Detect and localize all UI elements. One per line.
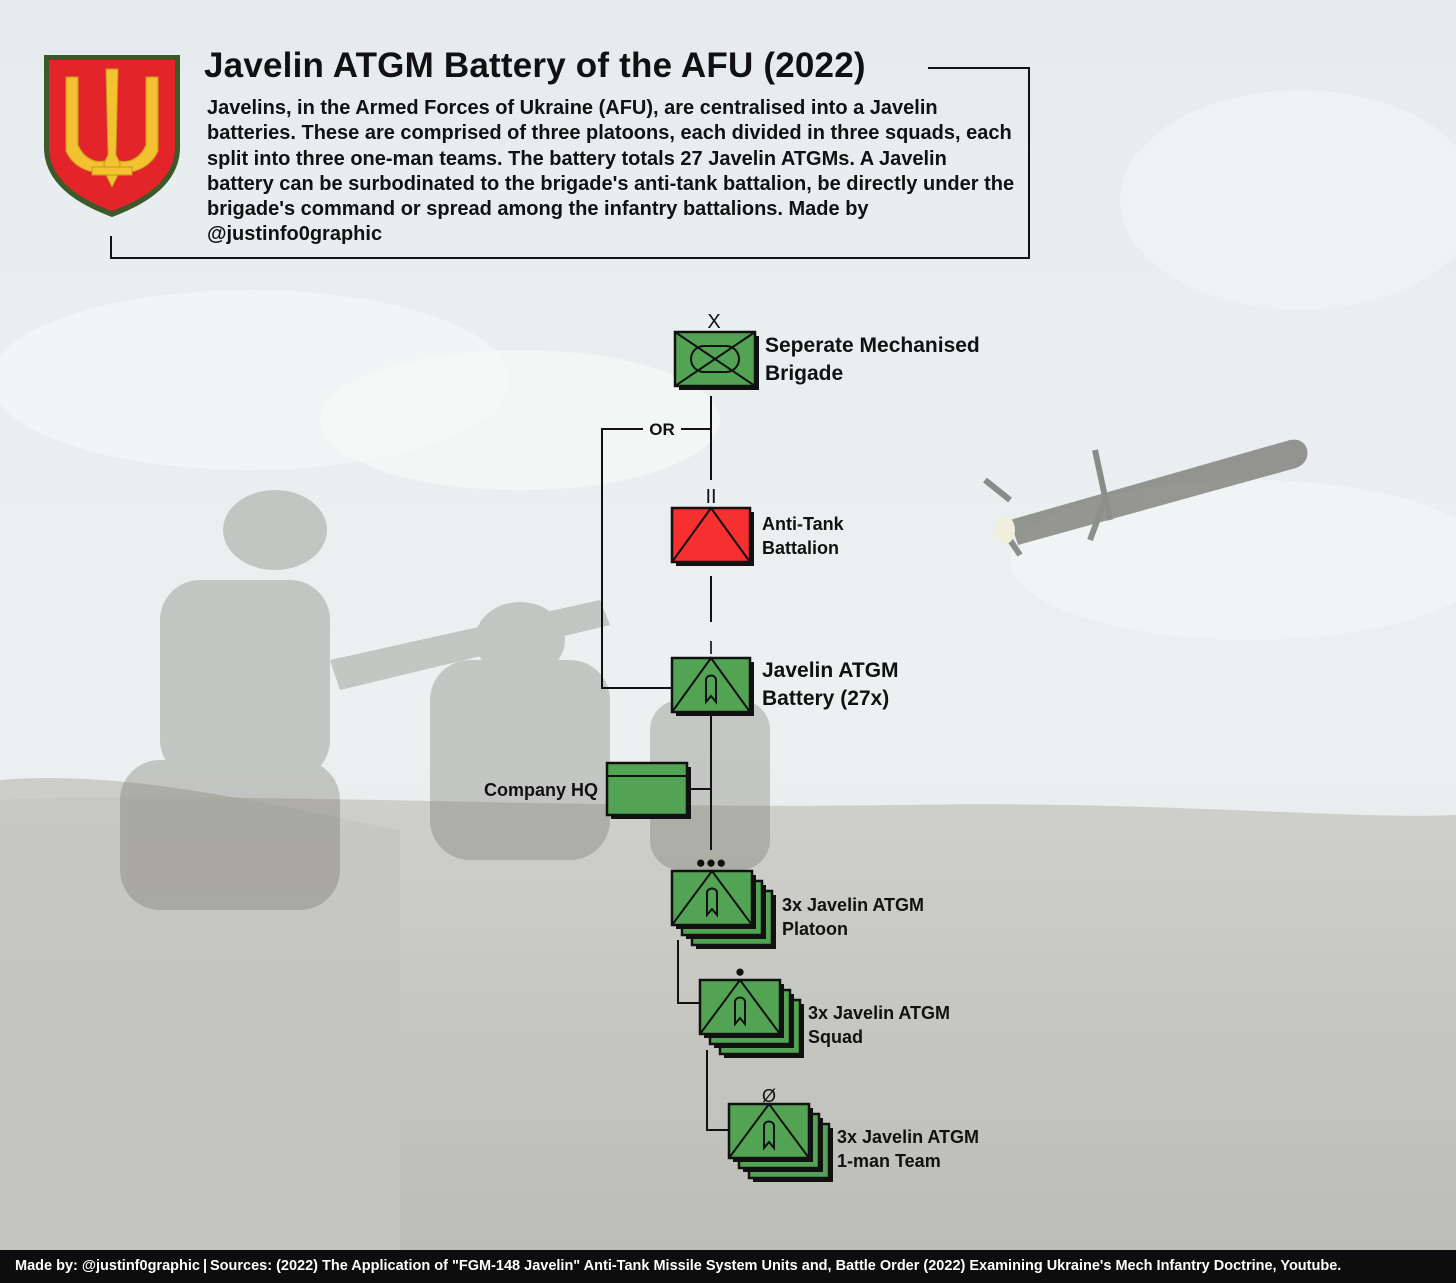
javelin-missile-silhouette bbox=[983, 439, 1308, 557]
echelon-markers: X II I ●●● ● Ø OR bbox=[649, 311, 776, 1106]
label-brigade: Seperate Mechanised Brigade bbox=[765, 334, 980, 385]
label-company-hq: Company HQ bbox=[484, 780, 599, 800]
page-title: Javelin ATGM Battery of the AFU (2022) bbox=[204, 46, 866, 85]
footer-bar: Made by: @justinf0graphic|Sources: (2022… bbox=[0, 1250, 1456, 1283]
label-platoon: 3x Javelin ATGM Platoon bbox=[782, 895, 925, 939]
afu-emblem bbox=[44, 55, 180, 217]
echelon-antitank: II bbox=[705, 486, 716, 508]
or-label: OR bbox=[649, 420, 675, 439]
unit-symbol-antitank-battalion bbox=[670, 506, 754, 566]
footer-credit: Made by: @justinf0graphic bbox=[15, 1258, 200, 1274]
echelon-team: Ø bbox=[762, 1086, 776, 1106]
footer-separator: | bbox=[202, 1258, 208, 1274]
label-javelin-battery: Javelin ATGM Battery (27x) bbox=[762, 659, 899, 710]
unit-symbol-company-hq bbox=[605, 761, 691, 819]
echelon-brigade: X bbox=[707, 311, 720, 333]
unit-symbol-squad-stack bbox=[698, 978, 804, 1058]
connector-lines bbox=[601, 396, 729, 1131]
soldiers-silhouette bbox=[120, 490, 770, 910]
footer-sources: Sources: (2022) The Application of "FGM-… bbox=[210, 1258, 1342, 1274]
header-frame bbox=[110, 67, 1030, 259]
label-antitank-battalion: Anti-Tank Battalion bbox=[762, 514, 844, 558]
unit-symbol-platoon-stack bbox=[670, 869, 776, 949]
description-text: Javelins, in the Armed Forces of Ukraine… bbox=[207, 97, 1015, 246]
echelon-battery: I bbox=[708, 638, 713, 658]
echelon-squad: ● bbox=[735, 962, 745, 981]
unit-symbol-team-stack bbox=[727, 1102, 833, 1182]
unit-symbol-javelin-battery bbox=[670, 656, 754, 716]
echelon-platoon: ●●● bbox=[696, 853, 727, 872]
label-team: 3x Javelin ATGM 1-man Team bbox=[837, 1127, 980, 1171]
label-squad: 3x Javelin ATGM Squad bbox=[808, 1003, 951, 1047]
unit-symbol-brigade bbox=[673, 330, 759, 390]
ukraine-trident-icon bbox=[65, 68, 159, 189]
